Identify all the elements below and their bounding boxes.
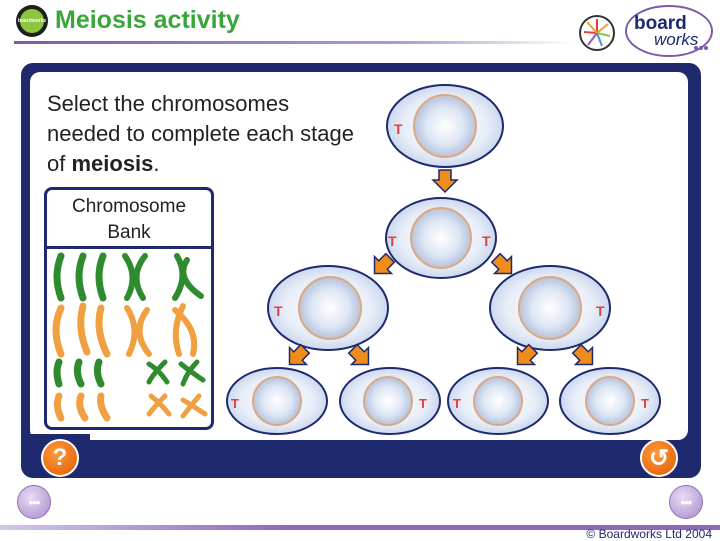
chromosome-short-green-1[interactable] (53, 358, 63, 388)
cell-marker: T (394, 121, 403, 137)
footer-divider (0, 525, 720, 530)
cell-gamete-4[interactable]: T (559, 367, 661, 435)
boardworks-logo: board works (625, 5, 713, 57)
cell-parent[interactable]: T (386, 84, 504, 168)
chromosome-short-orange-1[interactable] (53, 392, 65, 422)
compass-icon (579, 15, 615, 51)
chromosome-short-green-pair-2[interactable] (178, 359, 206, 387)
chromosome-long-green-pair-1[interactable] (122, 253, 148, 301)
chromosome-short-orange-pair-1[interactable] (146, 393, 172, 417)
cell-gamete-1[interactable]: T (226, 367, 328, 435)
instruction-suffix: . (153, 151, 160, 176)
chromosome-long-orange-pair-2[interactable] (172, 303, 198, 357)
cell-gamete-3[interactable]: T (447, 367, 549, 435)
chromosome-short-green-pair-1[interactable] (146, 359, 170, 385)
cell-meiosis1-left[interactable]: T (267, 265, 389, 351)
chromosome-short-orange-pair-2[interactable] (180, 393, 208, 419)
bank-title-line2: Bank (107, 222, 151, 243)
chromosome-long-orange-pair-1[interactable] (124, 305, 152, 357)
copyright-text: © Boardworks Ltd 2004 (586, 527, 712, 541)
chromosome-bank-items (52, 252, 208, 422)
instruction-keyword: meiosis (71, 151, 154, 176)
cell-marker: T (274, 303, 283, 319)
previous-slide-button[interactable]: ••• (17, 485, 51, 519)
chromosome-short-orange-2[interactable] (76, 392, 89, 422)
cell-meiosis1-right[interactable]: T (489, 265, 611, 351)
logo-works-text: works (654, 30, 699, 49)
cell-marker: T (596, 303, 605, 319)
chromosome-short-orange-3[interactable] (97, 392, 111, 422)
boardworks-badge-icon: boardworks (16, 5, 48, 37)
arrow-down-icon (432, 169, 458, 193)
bank-divider (44, 246, 214, 249)
chromosome-long-green-pair-2[interactable] (172, 253, 204, 301)
header-divider (14, 41, 574, 44)
chromosome-long-orange-1[interactable] (52, 304, 65, 358)
next-slide-button[interactable]: ••• (669, 485, 703, 519)
chromosome-long-green-2[interactable] (75, 252, 87, 302)
chromosome-long-orange-3[interactable] (95, 304, 111, 358)
instruction-prefix: Select the chromosomes needed to complet… (47, 91, 355, 176)
help-button[interactable]: ? (41, 439, 79, 477)
meiosis-diagram: T T T T T T T T T (226, 84, 661, 435)
cell-marker: T (388, 233, 397, 249)
chromosome-short-green-2[interactable] (73, 358, 85, 388)
logo-board-text: board (634, 13, 687, 34)
cell-marker: T (482, 233, 491, 249)
chromosome-short-green-3[interactable] (93, 358, 105, 388)
cell-replicated[interactable]: T T (385, 197, 497, 279)
page-title: Meiosis activity (55, 6, 240, 34)
cell-marker: T (453, 396, 461, 411)
reset-button[interactable]: ↺ (640, 439, 678, 477)
cell-marker: T (231, 396, 239, 411)
badge-text: boardworks (18, 9, 46, 33)
chromosome-long-orange-2[interactable] (77, 302, 91, 356)
cell-marker: T (641, 396, 649, 411)
chromosome-long-green-3[interactable] (95, 252, 107, 302)
bank-title-line1: Chromosome (71, 196, 187, 217)
instruction-text: Select the chromosomes needed to complet… (47, 89, 367, 179)
cell-gamete-2[interactable]: T (339, 367, 441, 435)
cell-marker: T (419, 396, 427, 411)
chromosome-long-green-1[interactable] (53, 252, 65, 302)
